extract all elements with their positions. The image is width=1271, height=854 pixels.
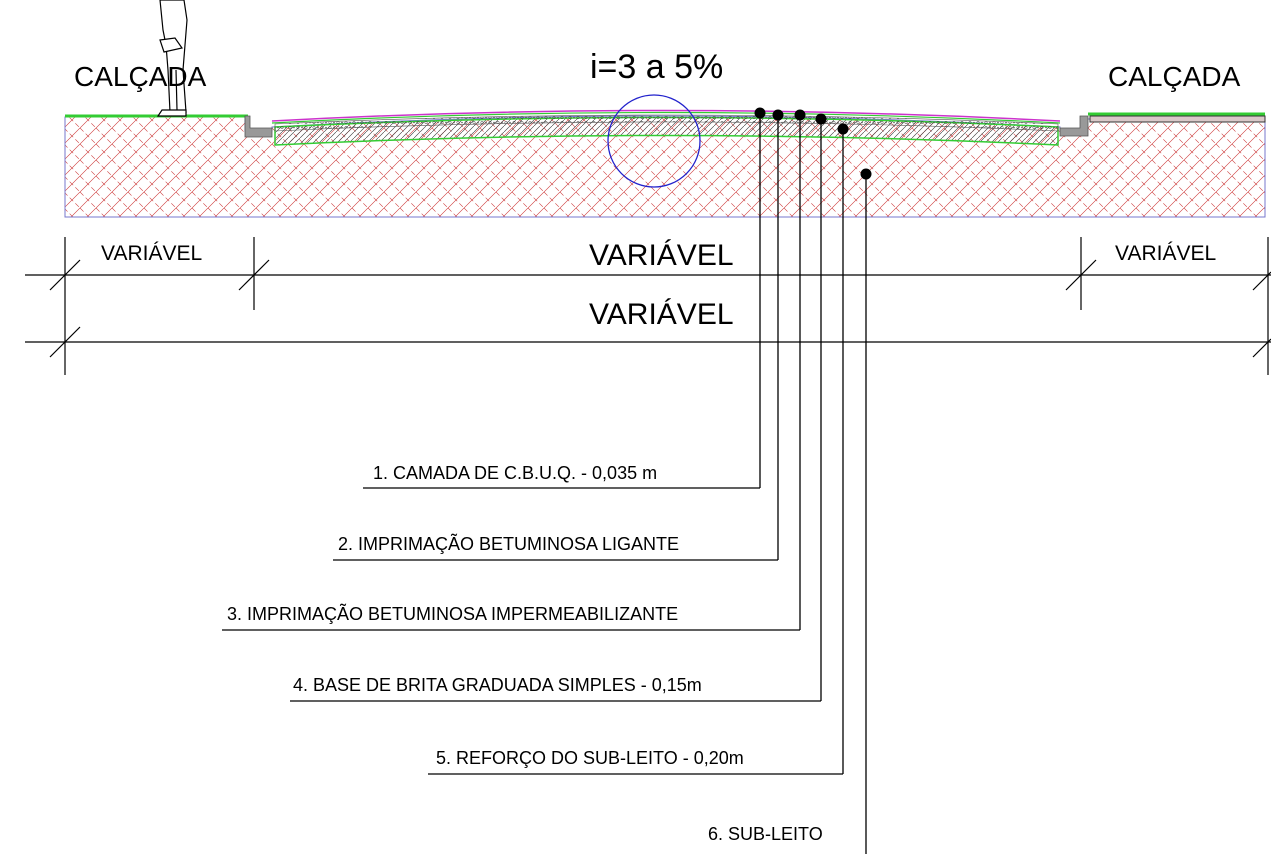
leader-dots (754, 107, 872, 180)
leader-dot-6 (860, 168, 872, 180)
person-figure (156, 0, 188, 117)
dimension-lines (25, 237, 1271, 375)
layer-label-5: 5. REFORÇO DO SUB-LEITO - 0,20m (436, 748, 744, 768)
leader-dot-1 (754, 107, 766, 119)
dimension-right-label: VARIÁVEL (1115, 242, 1216, 265)
dimension-center-label: VARIÁVEL (589, 239, 734, 272)
pavement-layers (271, 109, 1061, 146)
dimension-left-label: VARIÁVEL (101, 242, 202, 265)
leader-dot-5 (837, 123, 849, 135)
dimension-total-label: VARIÁVEL (589, 298, 734, 331)
slope-label: i=3 a 5% (590, 48, 723, 86)
sidewalk-left-label: CALÇADA (74, 61, 207, 92)
layer-label-2: 2. IMPRIMAÇÃO BETUMINOSA LIGANTE (338, 533, 679, 554)
detail-circle (607, 94, 701, 188)
leader-lines (222, 113, 867, 854)
sidewalk-right-label: CALÇADA (1108, 61, 1241, 92)
leader-dot-2 (772, 109, 784, 121)
layer-label-3: 3. IMPRIMAÇÃO BETUMINOSA IMPERMEABILIZAN… (227, 603, 678, 624)
leader-dot-3 (794, 109, 806, 121)
sidewalk-right (1059, 112, 1266, 137)
leader-dot-4 (815, 113, 827, 125)
layer-label-6: 6. SUB-LEITO (708, 824, 823, 844)
layer-label-1: 1. CAMADA DE C.B.U.Q. - 0,035 m (373, 463, 657, 483)
layer-label-4: 4. BASE DE BRITA GRADUADA SIMPLES - 0,15… (293, 675, 702, 695)
sidewalk-left (65, 114, 273, 138)
